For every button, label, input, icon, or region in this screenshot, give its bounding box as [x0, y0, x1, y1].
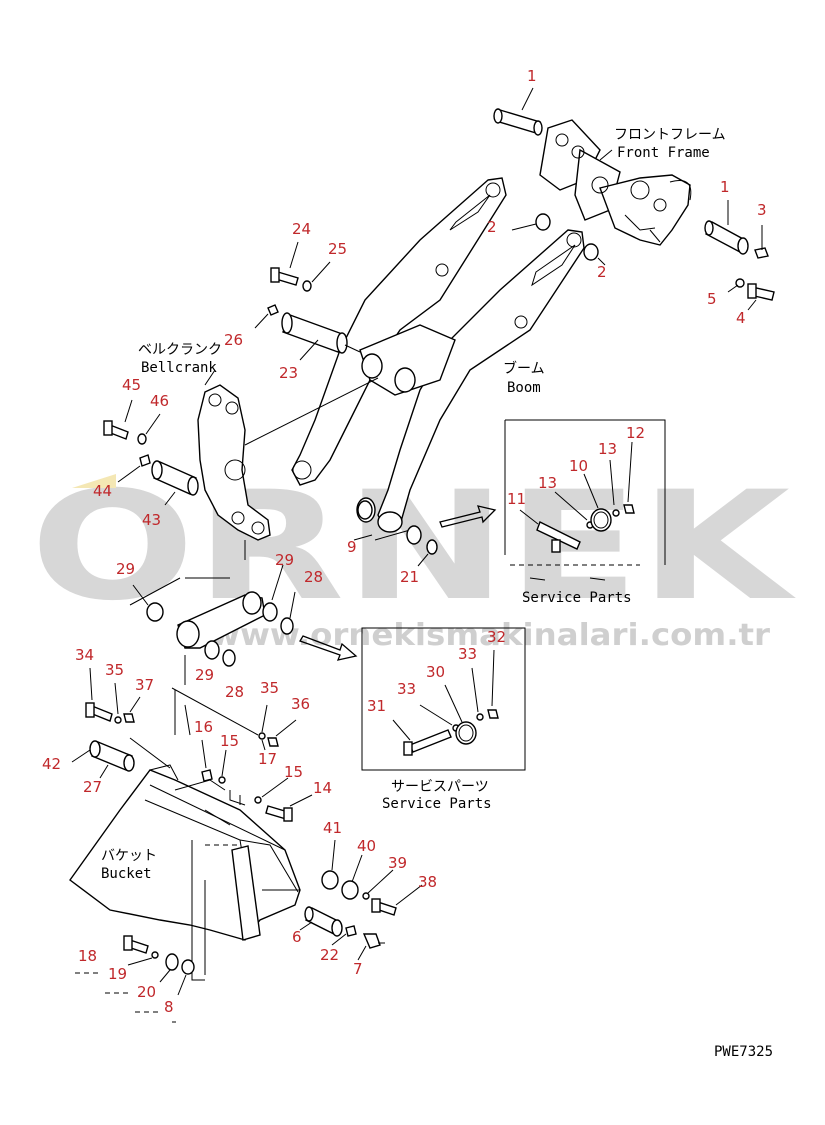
washers-2 — [511, 213, 606, 266]
boom-jp-label: ブーム — [503, 360, 545, 377]
bucket-jp-label: バケット — [101, 848, 157, 864]
callout-34: 34 — [75, 646, 94, 664]
callout-11: 11 — [507, 490, 526, 508]
callout-15-right: 15 — [284, 763, 303, 781]
bucket-left-bolt-group — [85, 667, 141, 724]
boom-en-label: Boom — [507, 380, 541, 396]
callout-37: 37 — [135, 676, 154, 694]
bucket-bottom-bolt-group — [75, 935, 195, 1023]
callout-40: 40 — [357, 837, 376, 855]
callout-4: 4 — [736, 309, 746, 327]
callout-17: 17 — [258, 750, 277, 768]
service-parts-label-1: Service Parts — [522, 590, 632, 606]
callout-32: 32 — [487, 628, 506, 646]
callout-27: 27 — [83, 778, 102, 796]
callout-44: 44 — [93, 482, 112, 500]
callout-8: 8 — [164, 998, 174, 1016]
callout-19: 19 — [108, 965, 127, 983]
front-frame — [539, 119, 692, 246]
callout-26: 26 — [224, 331, 243, 349]
callout-2-left: 2 — [487, 218, 497, 236]
callout-42: 42 — [42, 755, 61, 773]
callout-5: 5 — [707, 290, 717, 308]
callout-35-left: 35 — [105, 661, 124, 679]
callout-2-right: 2 — [597, 263, 607, 281]
callout-43: 43 — [142, 511, 161, 529]
bellcrank-pin-group — [254, 241, 361, 361]
service-parts-jp-label: サービスパーツ — [391, 779, 489, 795]
callout-3: 3 — [757, 201, 767, 219]
callout-28-upper: 28 — [304, 568, 323, 586]
callout-10: 10 — [569, 457, 588, 475]
callout-7: 7 — [353, 960, 363, 978]
callout-23: 23 — [279, 364, 298, 382]
callout-16: 16 — [194, 718, 213, 736]
tilt-link — [176, 591, 266, 685]
callout-13-right: 13 — [598, 440, 617, 458]
callout-29-lower: 29 — [195, 666, 214, 684]
watermark-logo-mark — [72, 474, 116, 488]
bucket-center-bolt-group — [201, 704, 313, 822]
bucket — [69, 687, 301, 981]
text-labels: フロントフレーム Front Frame ベルクランク Bellcrank ブー… — [101, 127, 773, 1060]
callout-30: 30 — [426, 663, 445, 681]
callout-29-left: 29 — [116, 560, 135, 578]
front-frame-jp-label: フロントフレーム — [614, 127, 726, 143]
bellcrank-en-label: Bellcrank — [141, 360, 217, 376]
callout-45: 45 — [122, 376, 141, 394]
bucket-left-pin — [71, 740, 135, 779]
callout-6: 6 — [292, 928, 302, 946]
drawing-code: PWE7325 — [714, 1044, 773, 1060]
callout-31: 31 — [367, 697, 386, 715]
front-frame-en-label: Front Frame — [617, 145, 710, 161]
callout-15-left: 15 — [220, 732, 239, 750]
callout-14: 14 — [313, 779, 332, 797]
pin-1-right — [704, 200, 775, 311]
bellcrank — [197, 377, 379, 560]
service-parts-box-2 — [361, 627, 526, 771]
bucket-right-pin-group — [299, 839, 423, 961]
service-parts-label-2: Service Parts — [382, 796, 492, 812]
bucket-en-label: Bucket — [101, 866, 152, 882]
callout-46: 46 — [150, 392, 169, 410]
callout-24: 24 — [292, 220, 311, 238]
arrow-to-service-parts-1 — [439, 505, 497, 528]
pin-1-top — [493, 87, 543, 136]
callout-33-right: 33 — [458, 645, 477, 663]
arrow-to-service-parts-2 — [299, 635, 358, 661]
bellcrank-jp-label: ベルクランク — [138, 342, 222, 358]
callout-41: 41 — [323, 819, 342, 837]
watermark: ORNEK www.ornekismakinalari.com.tr — [30, 460, 796, 653]
callout-12: 12 — [626, 424, 645, 442]
bellcrank-lower-pin-group — [103, 399, 199, 506]
callout-22: 22 — [320, 946, 339, 964]
callout-9: 9 — [347, 538, 357, 556]
callout-35-right: 35 — [260, 679, 279, 697]
watermark-brand: ORNEK — [30, 460, 796, 634]
boom-lower-washers — [353, 500, 438, 567]
callout-28-lower: 28 — [225, 683, 244, 701]
callout-20: 20 — [137, 983, 156, 1001]
callout-21: 21 — [400, 568, 419, 586]
callout-1-top: 1 — [527, 67, 537, 85]
callout-38: 38 — [418, 873, 437, 891]
callout-13-left: 13 — [538, 474, 557, 492]
callout-29-upper: 29 — [275, 551, 294, 569]
callout-39: 39 — [388, 854, 407, 872]
callout-18: 18 — [78, 947, 97, 965]
callout-1-right: 1 — [720, 178, 730, 196]
link-washers — [129, 564, 296, 667]
callout-36: 36 — [291, 695, 310, 713]
callout-33-left: 33 — [397, 680, 416, 698]
boom — [291, 177, 585, 541]
callout-25: 25 — [328, 240, 347, 258]
part-callouts: 1 1 2 2 3 4 5 6 7 8 9 10 11 12 13 13 14 … — [42, 67, 767, 1016]
service-parts-box-1 — [504, 419, 666, 581]
misc-leaders — [204, 149, 613, 386]
